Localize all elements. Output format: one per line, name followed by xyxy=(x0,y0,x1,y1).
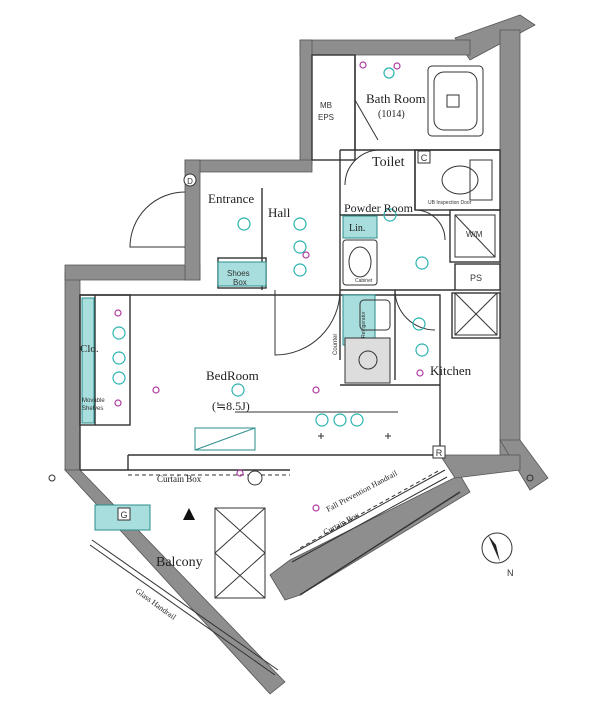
fixtures xyxy=(81,215,378,424)
curtain-boxes xyxy=(128,469,441,549)
plus-marks xyxy=(318,433,391,439)
fall-prevention-label: Fall Prevention Handrail xyxy=(325,468,400,513)
bedroom-label: BedRoom xyxy=(206,368,259,383)
washing-machine xyxy=(454,214,496,258)
inner-walls xyxy=(79,54,501,596)
washbasin xyxy=(342,239,378,286)
closet-shelf xyxy=(81,297,95,424)
north-arrow-icon xyxy=(481,532,513,564)
bath-tub xyxy=(427,65,484,137)
shoes-box-label-2: Box xyxy=(233,278,247,287)
movable-shelves-label-1: Movable xyxy=(82,398,105,404)
powder-room-label: Powder Room xyxy=(344,201,414,215)
d-mark: D xyxy=(187,177,193,186)
counter-label: Counter xyxy=(333,334,339,355)
mb-label: MB xyxy=(320,101,332,110)
wm-label: W/M xyxy=(466,230,483,239)
c-mark: C xyxy=(421,153,428,163)
shoes-box-fixture xyxy=(217,261,267,287)
kitchen-units xyxy=(344,299,391,384)
bath-room-size: (1014) xyxy=(378,109,405,120)
curtain-box-label-1: Curtain Box xyxy=(157,474,202,484)
refrigerator-space xyxy=(342,294,376,346)
inspection-door-label: UB Inspection Door xyxy=(428,200,472,206)
refrigerator-label: Refrigerator xyxy=(361,311,367,338)
r-mark: R xyxy=(436,448,443,458)
bedroom-furnishings xyxy=(194,411,398,451)
entrance-label: Entrance xyxy=(208,191,254,206)
linen-label: Lin. xyxy=(349,223,365,234)
ps-label: PS xyxy=(470,273,482,283)
toilet-fixture xyxy=(441,159,493,201)
north-label: N xyxy=(507,568,514,578)
reference-marks xyxy=(48,474,534,482)
kitchen-label: Kitchen xyxy=(430,363,472,378)
lights xyxy=(112,67,429,427)
handrail-lines xyxy=(89,469,448,676)
shoes-box-label-1: Shoes xyxy=(227,269,250,278)
entry-arrow-icon xyxy=(183,508,195,520)
cabinet-label: Cabinet xyxy=(355,278,373,284)
balcony-label: Balcony xyxy=(156,555,203,570)
eps-label: EPS xyxy=(318,113,334,122)
marks xyxy=(117,150,446,521)
movable-shelves-label-2: Shelves xyxy=(82,406,103,412)
g-mark: G xyxy=(120,510,127,520)
toilet-label: Toilet xyxy=(372,155,405,170)
linen-cabinet xyxy=(342,215,378,239)
closet-label: Clo. xyxy=(80,343,99,355)
bath-room-label: Bath Room xyxy=(366,91,426,106)
hall-label: Hall xyxy=(268,205,291,220)
electrical-points xyxy=(114,61,424,512)
bedroom-size: (≒8.5J) xyxy=(212,399,250,413)
doors xyxy=(129,99,446,356)
